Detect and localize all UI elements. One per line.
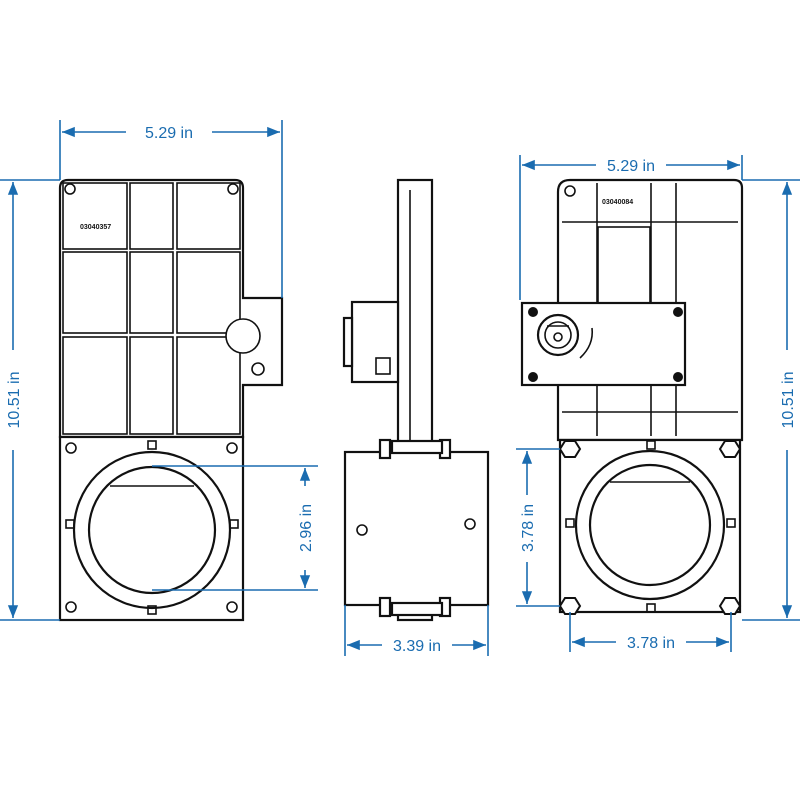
side-view xyxy=(342,178,490,622)
side-depth-label: 3.39 in xyxy=(393,638,441,655)
rear-part-number: 03040084 xyxy=(602,199,633,206)
hex-nuts xyxy=(558,440,742,615)
port-diameter-label: 2.96 in xyxy=(298,504,315,552)
front-width-label: 5.29 in xyxy=(145,125,193,142)
rear-width-label: 5.29 in xyxy=(607,158,655,175)
front-part-number: 03040357 xyxy=(80,224,111,231)
rotation-arrow-icon xyxy=(579,327,594,359)
speed-knob-icon[interactable] xyxy=(536,313,580,357)
dimension-labels: 5.29 in 10.51 in 2.96 in 3.39 in 5.29 in… xyxy=(6,125,797,655)
rear-view: 03040084 xyxy=(520,178,744,615)
dimension-lines xyxy=(0,120,800,656)
front-height-label: 10.51 in xyxy=(6,372,23,429)
flange-height-label: 3.78 in xyxy=(520,504,537,552)
rear-height-label: 10.51 in xyxy=(780,372,797,429)
front-view: 03040357 xyxy=(58,178,284,622)
flange-width-label: 3.78 in xyxy=(627,635,675,652)
